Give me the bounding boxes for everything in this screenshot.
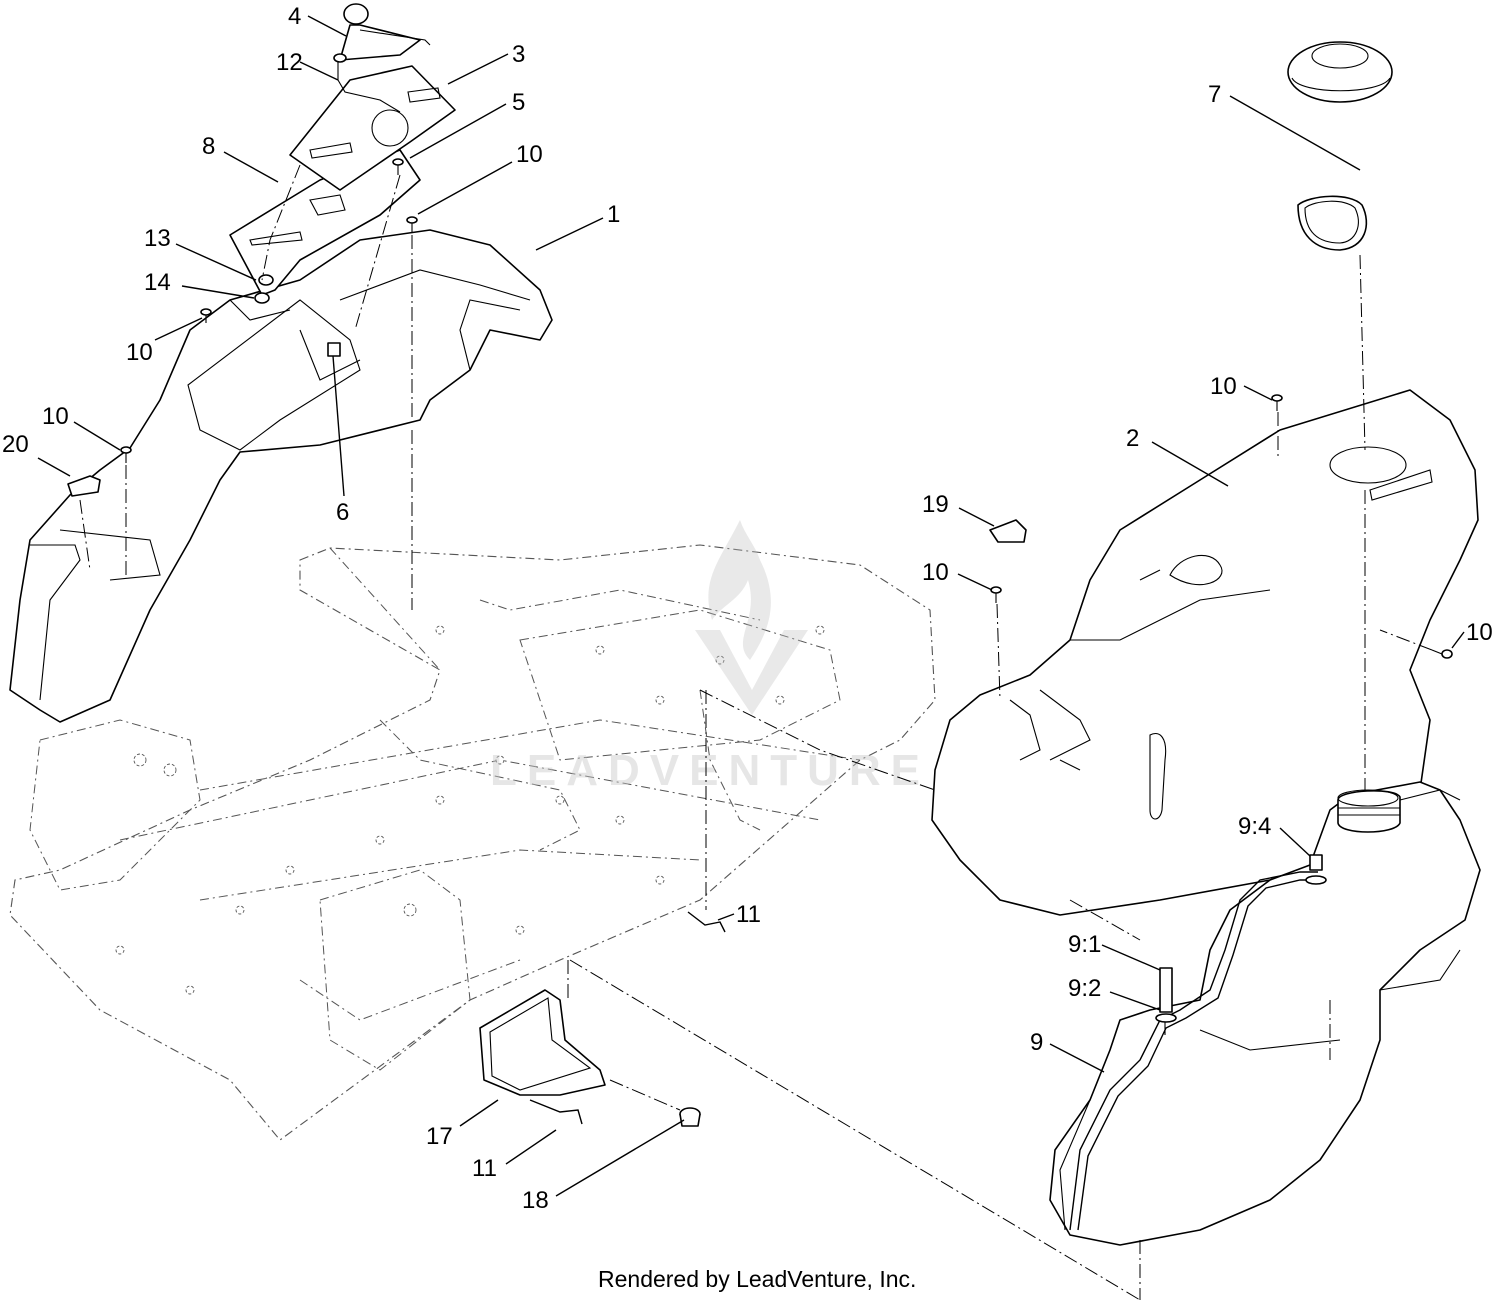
callout-10-right: 10 <box>1466 619 1493 646</box>
callout-9-4: 9:4 <box>1238 813 1271 840</box>
callout-2: 2 <box>1126 425 1139 452</box>
callout-6: 6 <box>336 499 349 526</box>
pad-part-20 <box>67 475 101 497</box>
lever-part-12 <box>333 53 401 113</box>
hardware-bolts <box>120 158 1453 659</box>
assembly-lines <box>79 164 1433 1301</box>
callout-11-lower: 11 <box>472 1155 497 1182</box>
bolt-part-18 <box>679 1107 701 1127</box>
callout-19: 19 <box>922 491 949 518</box>
watermark-logo: LEADVENTURE <box>490 520 930 795</box>
chassis-frame <box>9 544 936 1141</box>
watermark-text: LEADVENTURE <box>490 746 930 795</box>
bracket-part-17 <box>479 989 606 1096</box>
leader-lines <box>37 15 1465 1197</box>
callout-labels: 4 3 12 5 8 10 1 13 14 10 10 20 6 7 10 2 … <box>2 3 1493 1214</box>
callout-18: 18 <box>522 1187 549 1214</box>
callout-10-left-lower: 10 <box>42 403 69 430</box>
callout-11-upper: 11 <box>736 901 761 928</box>
callout-13: 13 <box>144 225 171 252</box>
footer-credit: Rendered by LeadVenture, Inc. <box>598 1266 916 1292</box>
callout-9-1: 9:1 <box>1068 931 1101 958</box>
callout-10-left-upper: 10 <box>126 339 153 366</box>
fuel-cap-part-7 <box>1287 41 1393 251</box>
callout-17: 17 <box>426 1123 453 1150</box>
pad-part-19 <box>989 519 1027 543</box>
callout-9-2: 9:2 <box>1068 975 1101 1002</box>
callout-10-mid: 10 <box>922 559 949 586</box>
callout-5: 5 <box>512 89 525 116</box>
chassis-holes <box>115 625 825 995</box>
shift-plate-part-3 <box>289 65 456 191</box>
callout-8: 8 <box>202 133 215 160</box>
rod-part-11-lower <box>529 1099 583 1125</box>
fuel-hose <box>1069 854 1327 1231</box>
fuel-tank-part-9 <box>1049 781 1481 1246</box>
callout-14: 14 <box>144 269 171 296</box>
shift-lever-part-4 <box>339 3 431 61</box>
callout-10-top: 10 <box>516 141 543 168</box>
rear-fender-part-1 <box>9 229 553 723</box>
callout-20: 20 <box>2 431 29 458</box>
callout-4: 4 <box>288 3 301 30</box>
callout-9: 9 <box>1030 1029 1043 1056</box>
rod-part-11-upper <box>687 911 726 933</box>
callout-3: 3 <box>512 41 525 68</box>
callout-12: 12 <box>276 49 303 76</box>
callout-10-right-top: 10 <box>1210 373 1237 400</box>
callout-7: 7 <box>1208 81 1221 108</box>
callout-1: 1 <box>607 201 620 228</box>
